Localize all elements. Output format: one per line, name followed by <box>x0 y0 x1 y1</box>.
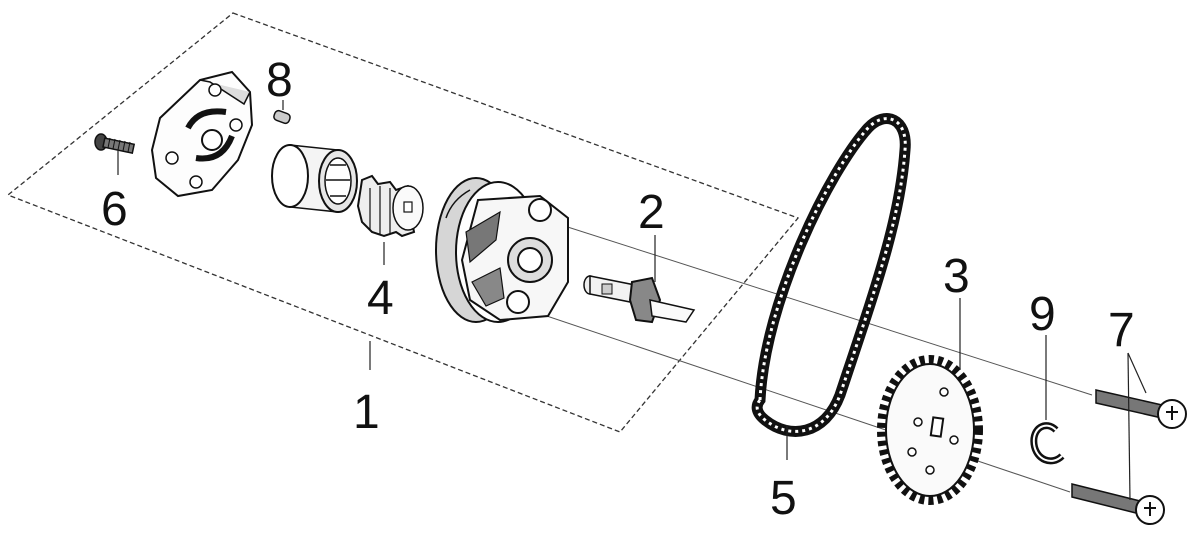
pump-cover-plate <box>150 70 254 198</box>
drive-chain-part-5 <box>751 113 911 437</box>
circlip-part-9 <box>1030 422 1065 465</box>
callout-9: 9 <box>1029 288 1056 341</box>
assembly-boundary <box>6 12 800 433</box>
bolt-part-7-lower <box>1071 483 1165 525</box>
callout-8: 8 <box>266 54 293 107</box>
callout-3: 3 <box>943 250 970 303</box>
sprocket-part-3 <box>877 355 983 505</box>
dowel-pin-part-8 <box>273 109 291 125</box>
callout-5: 5 <box>770 472 797 525</box>
callout-6: 6 <box>101 183 128 236</box>
pump-shaft-part-2 <box>583 275 696 324</box>
leader-7b <box>1127 352 1131 501</box>
inner-rotor-part-4 <box>356 174 424 238</box>
callout-7: 7 <box>1108 304 1135 357</box>
screw-part-6 <box>94 133 136 155</box>
projection-line-bottom <box>519 306 1071 493</box>
bolt-part-7-upper <box>1095 389 1187 429</box>
outer-rotor <box>271 144 358 213</box>
projection-line-top <box>551 221 1093 396</box>
callout-2: 2 <box>638 186 665 239</box>
leader-7a <box>1127 352 1147 394</box>
callout-1: 1 <box>353 386 380 439</box>
callout-4: 4 <box>367 272 394 325</box>
pump-body <box>435 177 569 323</box>
